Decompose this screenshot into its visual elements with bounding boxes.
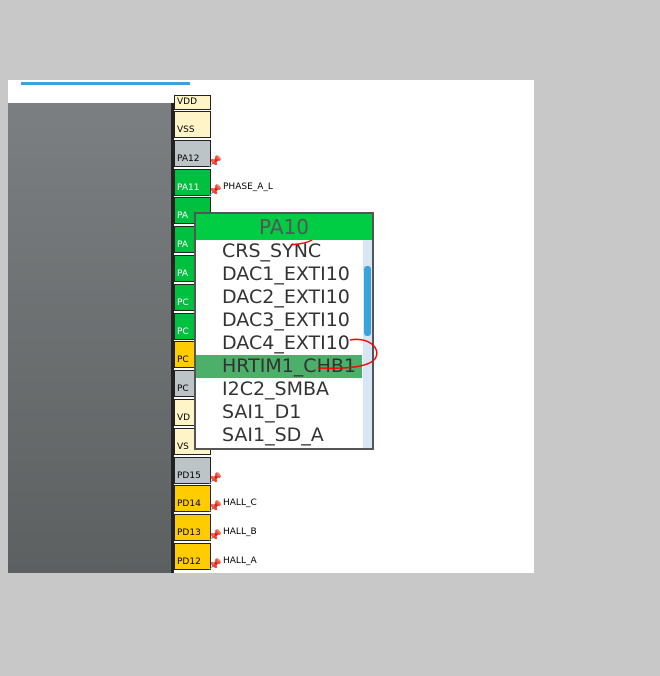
pin-vdd[interactable]: VDD — [174, 95, 211, 110]
function-option[interactable]: HRTIM1_CHB1 — [196, 355, 362, 378]
function-option[interactable]: DAC3_EXTI10 — [222, 309, 350, 331]
pushpin-icon[interactable]: 📌 — [208, 558, 222, 571]
function-option[interactable]: SAI1_D1 — [222, 401, 302, 423]
pin-pd14[interactable]: PD14 — [174, 485, 211, 513]
pin-pd13[interactable]: PD13 — [174, 514, 211, 542]
pin-signal-label: HALL_A — [223, 556, 257, 566]
function-option[interactable]: CRS_SYNC — [222, 240, 322, 262]
pin-pd15[interactable]: PD15 — [174, 456, 211, 484]
pushpin-icon[interactable]: 📌 — [208, 154, 222, 168]
scrollbar[interactable] — [363, 240, 372, 448]
function-option[interactable]: DAC1_EXTI10 — [222, 263, 350, 285]
pin-signal-label: HALL_C — [223, 498, 257, 509]
pin-signal-label: PHASE_A_L — [223, 181, 273, 192]
function-option[interactable]: SAI1_SD_A — [222, 424, 324, 446]
pin-pa11[interactable]: PA11 — [174, 168, 211, 196]
scrollbar-thumb[interactable] — [364, 266, 371, 336]
active-tab-indicator — [21, 82, 190, 85]
pushpin-icon[interactable]: 📌 — [208, 471, 222, 485]
chip-body — [8, 103, 171, 573]
pushpin-icon[interactable]: 📌 — [208, 500, 222, 514]
pin-pd12[interactable]: PD12 — [174, 543, 211, 570]
popup-title: PA10 — [196, 214, 372, 240]
chip-edge — [171, 103, 174, 573]
function-option[interactable]: DAC4_EXTI10 — [222, 332, 350, 354]
pin-pa12[interactable]: PA12 — [174, 139, 211, 167]
pin-vss[interactable]: VSS — [174, 111, 211, 138]
pushpin-icon[interactable]: 📌 — [208, 529, 222, 543]
pin-signal-label: HALL_B — [223, 527, 257, 538]
function-option[interactable]: I2C2_SMBA — [222, 378, 330, 400]
pushpin-icon[interactable]: 📌 — [208, 183, 222, 197]
function-option[interactable]: DAC2_EXTI10 — [222, 286, 350, 308]
